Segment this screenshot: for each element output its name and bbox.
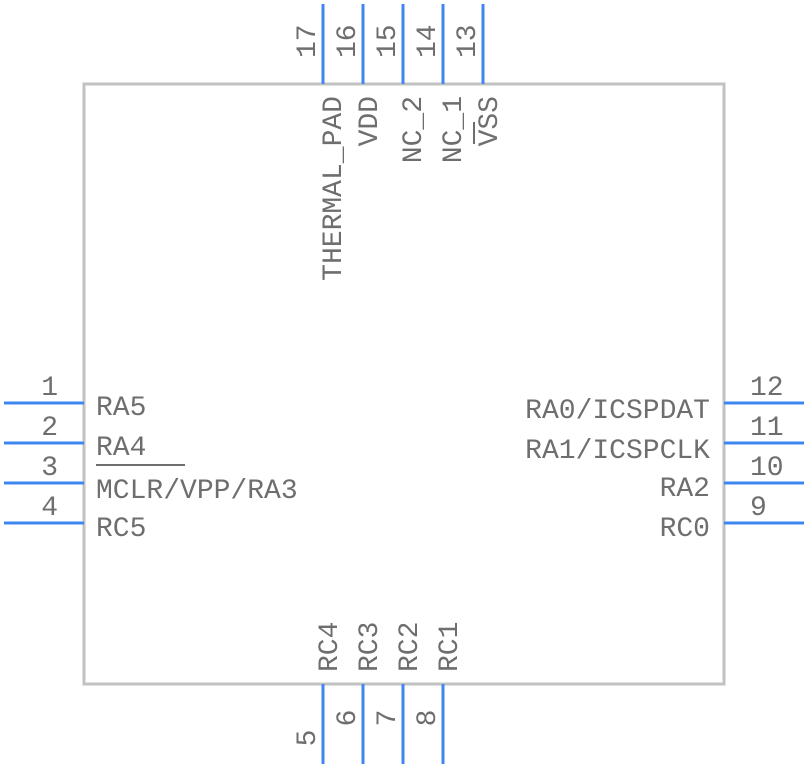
pin-15-number: 15 <box>373 24 404 58</box>
left-pins: 1 2 3 4 RA5 RA4 MCLR/VPP/RA3 RC5 <box>4 373 298 545</box>
pin-16-number: 16 <box>333 24 364 58</box>
pin-8-number: 8 <box>413 710 444 727</box>
pin-3-number: 3 <box>41 453 58 484</box>
bottom-pins: 5 6 7 8 RC4 RC3 RC2 RC1 <box>293 622 466 764</box>
pin-11-name: RA1/ICSPCLK <box>525 436 710 467</box>
pin-12-name: RA0/ICSPDAT <box>525 396 710 427</box>
pin-1-name: RA5 <box>96 393 146 424</box>
pin-10-name: RA2 <box>660 474 710 505</box>
pin-1-number: 1 <box>41 373 58 404</box>
right-pins: 12 11 10 9 RA0/ICSPDAT RA1/ICSPCLK RA2 R… <box>525 373 804 545</box>
pin-4-number: 4 <box>41 493 58 524</box>
pin-9-number: 9 <box>750 493 767 524</box>
pin-13-number: 13 <box>453 24 484 58</box>
pin-16-name: VDD <box>355 96 386 146</box>
pin-6-name: RC3 <box>355 622 386 672</box>
pin-4-name: RC5 <box>96 514 146 545</box>
pin-6-number: 6 <box>333 710 364 727</box>
pin-15-name: NC_2 <box>399 96 430 163</box>
pin-14-name: NC_1 <box>439 96 470 163</box>
pin-13-name: VSS <box>475 96 506 146</box>
pin-7-number: 7 <box>373 710 404 727</box>
pin-17-name: THERMAL_PAD <box>319 96 350 281</box>
pin-3-name: MCLR/VPP/RA3 <box>96 476 298 507</box>
component-body <box>82 82 726 686</box>
pin-5-name: RC4 <box>315 622 346 672</box>
pin-2-number: 2 <box>41 413 58 444</box>
pin-11-number: 11 <box>750 413 784 444</box>
pin-9-name: RC0 <box>660 514 710 545</box>
top-pins: 17 16 15 14 13 THERMAL_PAD VDD NC_2 NC_1… <box>293 4 506 281</box>
pin-17-number: 17 <box>293 24 324 58</box>
pin-10-number: 10 <box>750 453 784 484</box>
pin-8-name: RC1 <box>435 622 466 672</box>
pin-5-number: 5 <box>293 730 324 747</box>
pin-7-name: RC2 <box>395 622 426 672</box>
pin-12-number: 12 <box>750 373 784 404</box>
pin-2-name: RA4 <box>96 433 146 464</box>
pin-14-number: 14 <box>413 24 444 58</box>
